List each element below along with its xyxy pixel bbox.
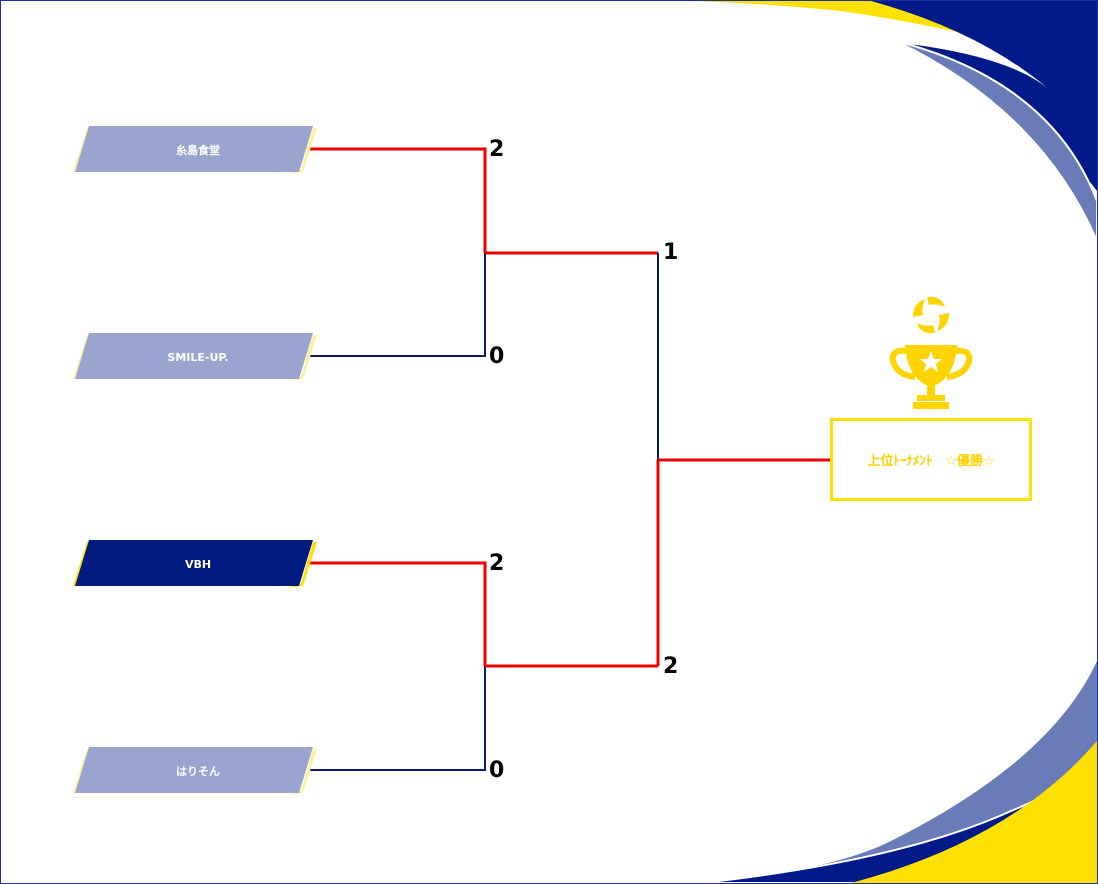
score-final-bottom: 2 [663,654,679,679]
score-r1-m2-bottom: 0 [489,758,505,783]
team-name: VBH [184,557,212,571]
team-slot-2[interactable]: SMILE-UP. [73,333,317,381]
champion-box: 上位ﾄｰﾅﾒﾝﾄ ☆優勝☆ [830,418,1032,501]
score-r1-m2-top: 2 [489,551,505,576]
score-r1-m1-bottom: 0 [489,344,505,369]
top-navy-swoosh [871,1,1097,191]
team-plate-shape [73,126,317,174]
team-name: はりそん [176,765,220,778]
team-plate-shape [73,540,317,588]
trophy-icon [889,296,973,409]
team-name: SMILE-UP. [167,350,229,364]
team-plate-shape [73,333,317,381]
team-plate-shape [73,747,317,795]
score-final-top: 1 [663,240,679,265]
team-slot-1[interactable]: 糸島食堂 [73,126,317,174]
team-slot-3[interactable]: VBH [73,540,317,588]
team-slot-4[interactable]: はりそん [73,747,317,795]
top-slate-swoosh [895,40,1097,242]
team-name: 糸島食堂 [176,144,220,157]
bottom-yellow-swoosh [851,741,1097,883]
score-r1-m1-top: 2 [489,137,505,162]
